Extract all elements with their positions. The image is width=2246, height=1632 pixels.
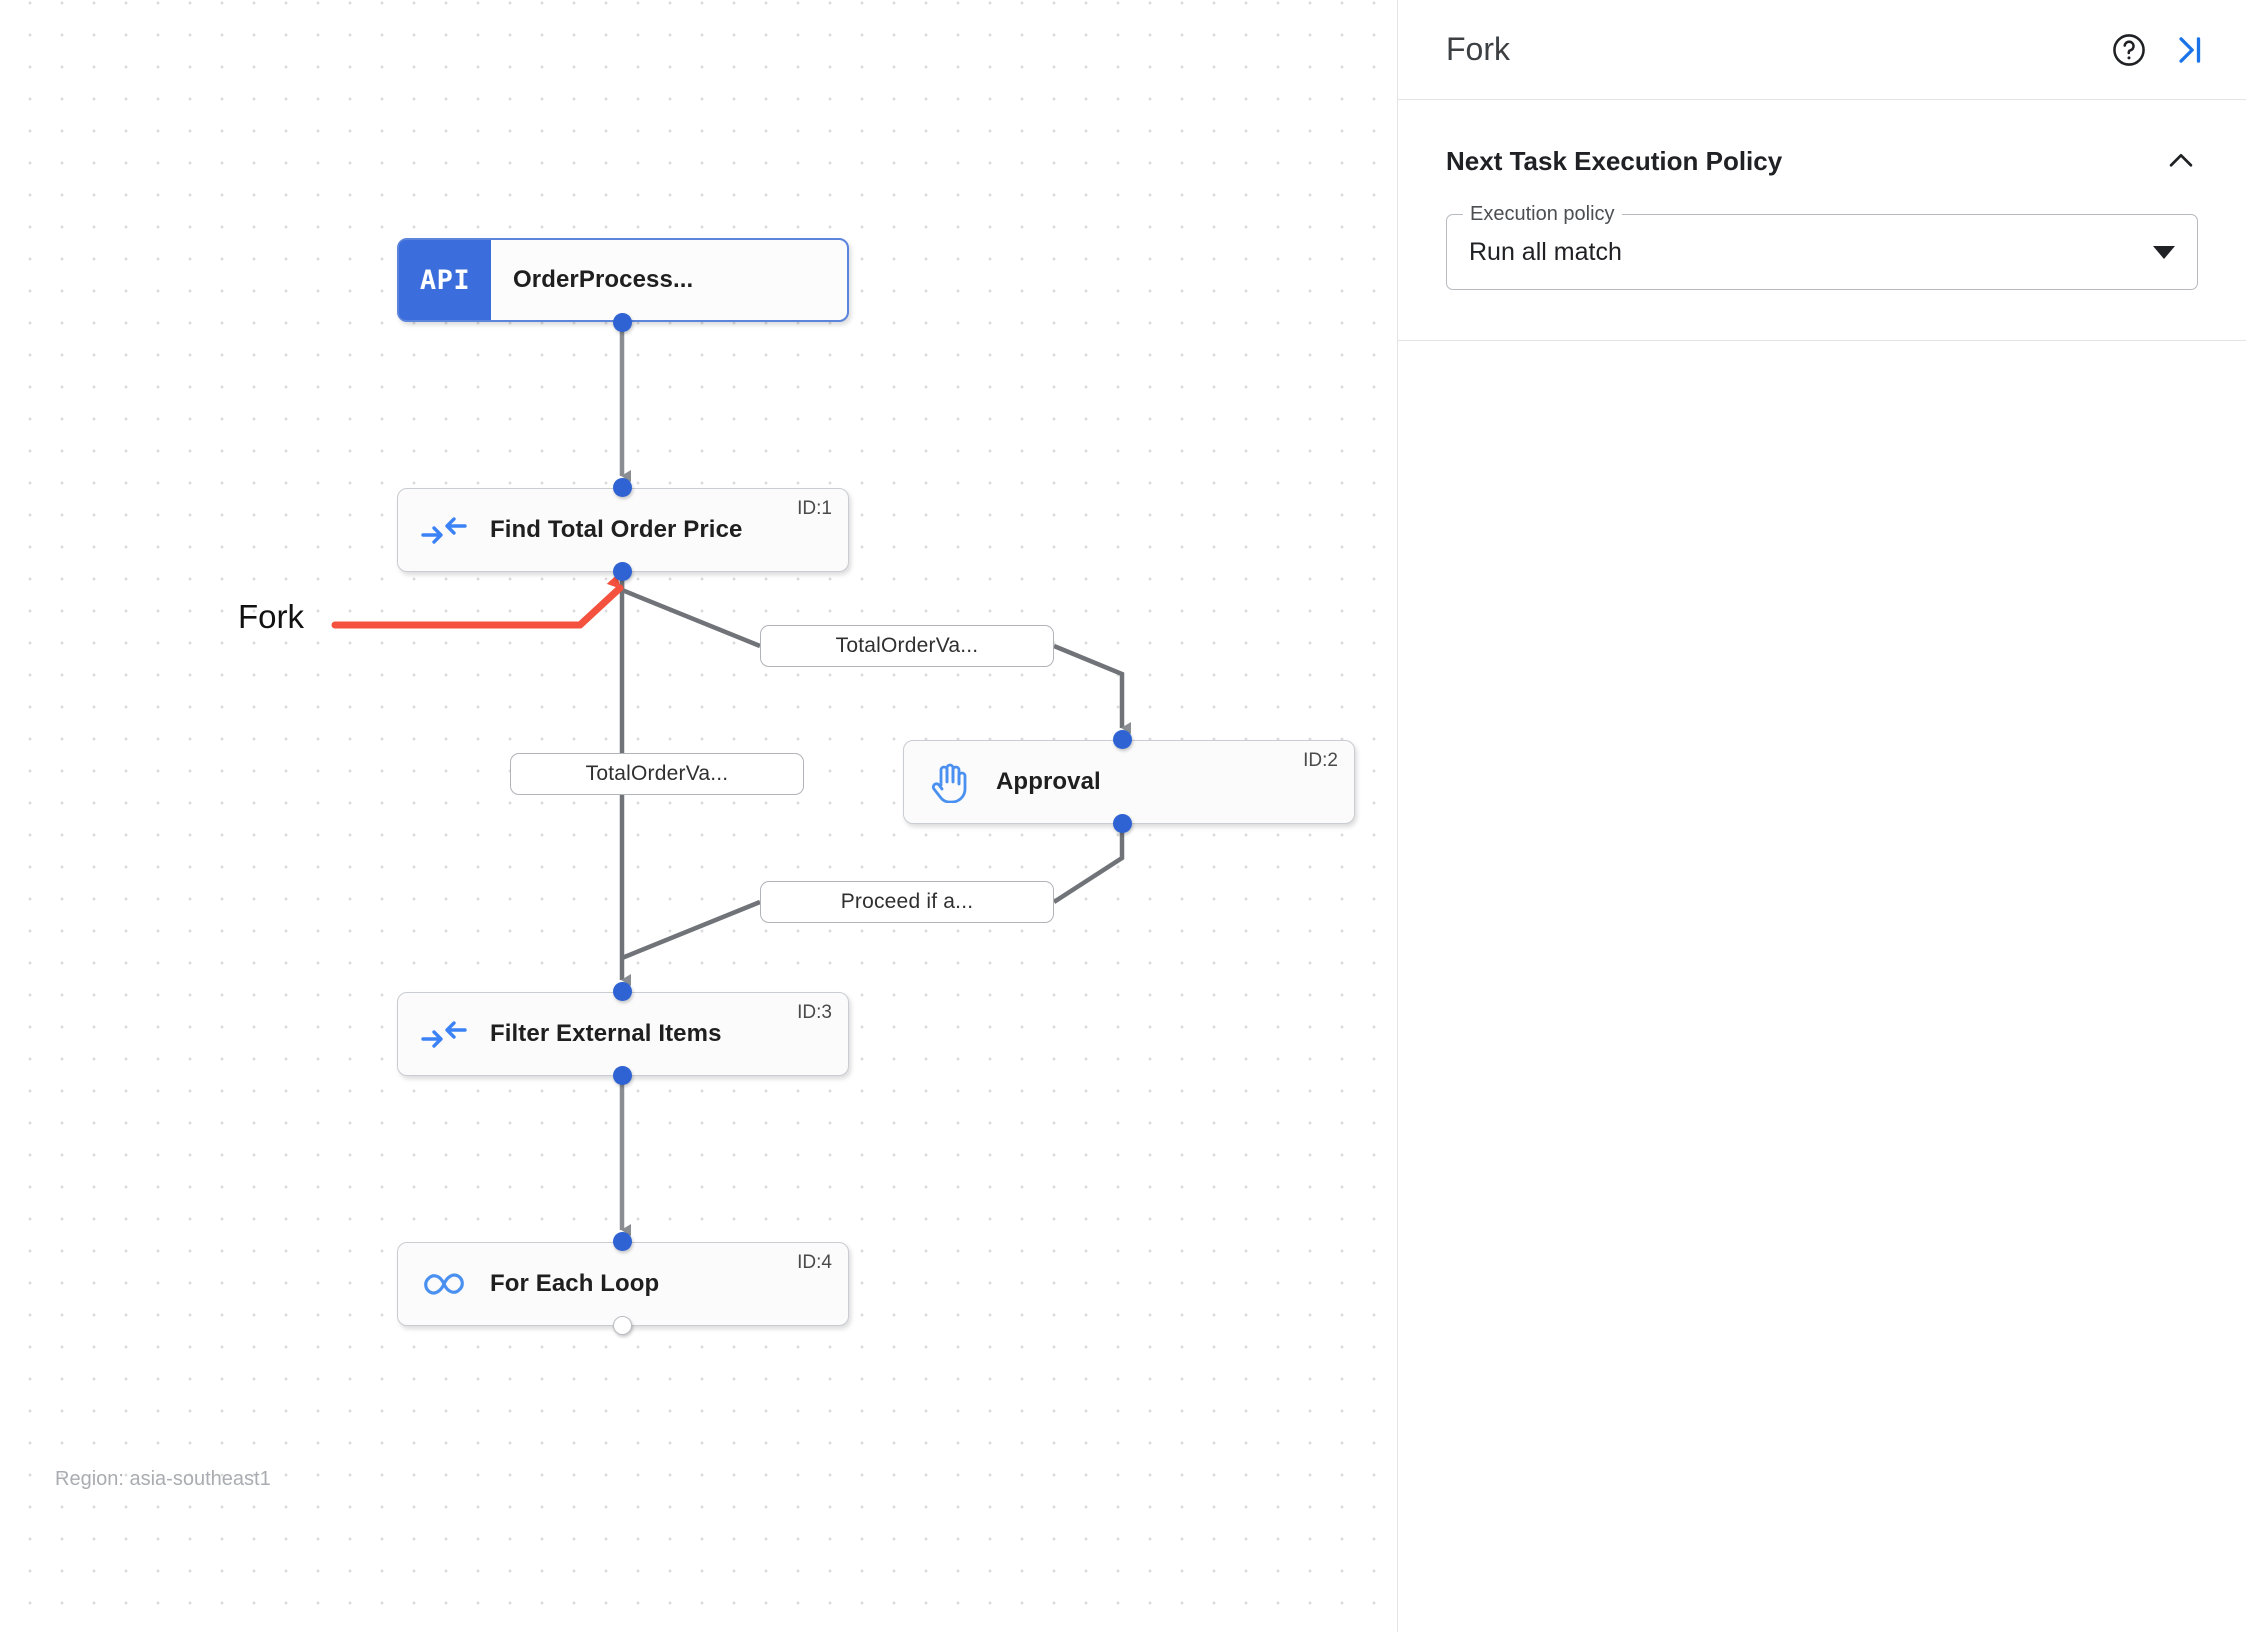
node-label: OrderProcess...	[513, 266, 694, 293]
edge-label-total-order-value-right[interactable]: TotalOrderVa...	[760, 625, 1054, 667]
api-badge-label: API	[419, 264, 471, 296]
node-filter-external-items[interactable]: Filter External Items ID:3	[397, 992, 849, 1076]
connector-dot-task4-in[interactable]	[613, 1232, 632, 1251]
connector-dot-task4-out[interactable]	[613, 1316, 632, 1335]
execution-policy-value: Run all match	[1469, 237, 1622, 266]
node-label: Find Total Order Price	[490, 516, 743, 543]
execution-policy-select[interactable]: Execution policy Run all match	[1446, 203, 2198, 290]
panel-header: Fork	[1398, 0, 2246, 100]
details-panel: Fork Next Task Execution Policy	[1397, 0, 2246, 1632]
panel-title: Fork	[1446, 31, 1510, 67]
connector-dot-task3-out[interactable]	[613, 1066, 632, 1085]
next-task-execution-policy-section: Next Task Execution Policy Execution pol…	[1398, 100, 2246, 341]
connector-dot-api-out[interactable]	[613, 313, 632, 332]
connector-dot-task3-in[interactable]	[613, 982, 632, 1001]
connector-dot-task1-out[interactable]	[613, 562, 632, 581]
dropdown-arrow-icon[interactable]	[2153, 245, 2175, 259]
edge-label-proceed-if-approved[interactable]: Proceed if a...	[760, 881, 1054, 923]
node-for-each-loop[interactable]: For Each Loop ID:4	[397, 1242, 849, 1326]
edge-task2-to-task3-a	[1052, 832, 1125, 904]
annotation-arrow	[331, 574, 624, 629]
connector-dot-task2-in[interactable]	[1113, 730, 1132, 749]
section-header[interactable]: Next Task Execution Policy	[1446, 144, 2198, 178]
node-find-total-order-price[interactable]: Find Total Order Price ID:1	[397, 488, 849, 572]
node-id-badge: ID:1	[797, 498, 832, 519]
edge-label-total-order-value-left[interactable]: TotalOrderVa...	[510, 753, 804, 795]
infinity-icon	[398, 1243, 490, 1325]
node-id-badge: ID:2	[1303, 750, 1338, 771]
node-id-badge: ID:3	[797, 1002, 832, 1023]
merge-arrows-icon	[398, 489, 490, 571]
connector-dot-task1-in[interactable]	[613, 478, 632, 497]
region-label: Region: asia-southeast1	[55, 1468, 271, 1490]
execution-policy-label: Execution policy	[1463, 203, 1622, 226]
chevron-up-icon[interactable]	[2164, 144, 2198, 178]
hand-icon	[904, 741, 996, 823]
edge-task1-to-task2-b	[1053, 643, 1131, 734]
workflow-canvas[interactable]: Fork API OrderProcess... Fin	[0, 0, 1397, 1632]
merge-arrows-icon	[398, 993, 490, 1075]
section-title: Next Task Execution Policy	[1446, 145, 1783, 176]
annotation-label: Fork	[238, 598, 304, 635]
edge-task1-to-task2-a	[619, 580, 761, 649]
edge-layer	[331, 330, 1131, 1236]
connector-dot-task2-out[interactable]	[1113, 814, 1132, 833]
node-approval[interactable]: Approval ID:2	[903, 740, 1355, 824]
collapse-panel-icon[interactable]	[2166, 27, 2212, 73]
node-label: Approval	[996, 768, 1101, 795]
edge-task2-to-task3-b	[621, 899, 761, 961]
help-circle-icon[interactable]	[2106, 27, 2152, 73]
api-badge-icon: API	[399, 240, 491, 320]
node-id-badge: ID:4	[797, 1252, 832, 1273]
node-label: Filter External Items	[490, 1020, 722, 1047]
node-label: For Each Loop	[490, 1270, 660, 1297]
node-order-process[interactable]: API OrderProcess...	[397, 238, 849, 322]
